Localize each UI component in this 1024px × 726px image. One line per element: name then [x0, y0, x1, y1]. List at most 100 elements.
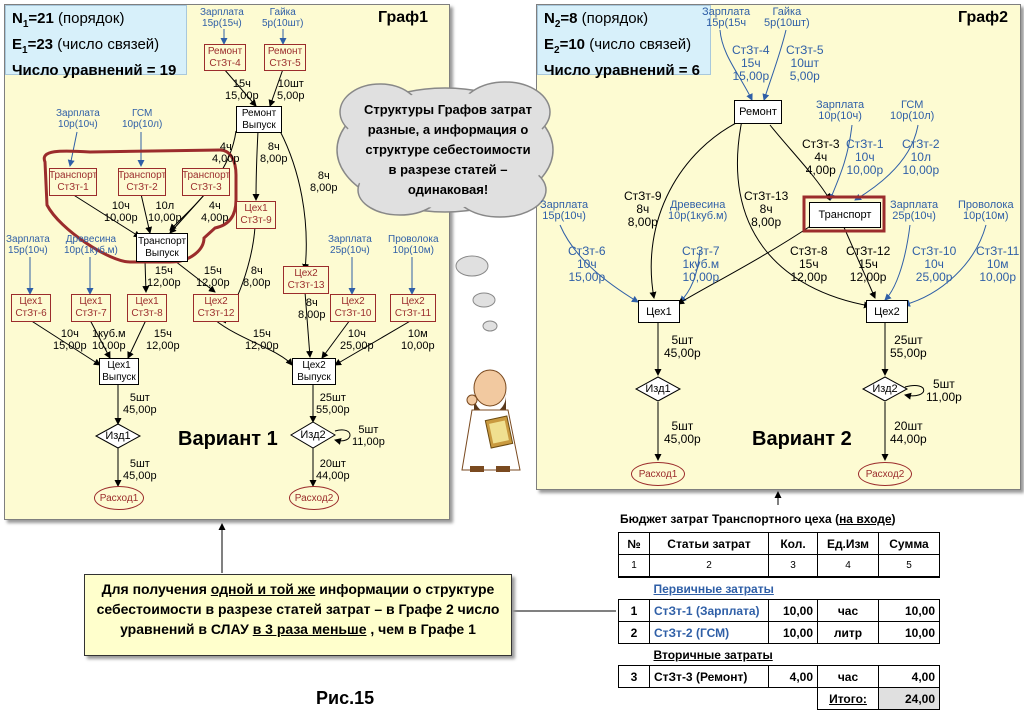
figure-caption: Рис.15: [316, 688, 375, 708]
thought-text: Структуры Графов затрат разные, а информ…: [364, 102, 532, 197]
graph2-title: Граф2: [958, 9, 1009, 26]
g1-node-izd1[interactable]: Изд1: [105, 430, 131, 442]
g2-node-ceh1[interactable]: Цех1: [638, 300, 680, 323]
table-section-primary: Первичные затраты: [653, 581, 774, 596]
g1-node-izd2[interactable]: Изд2: [300, 429, 326, 441]
graph2-panel: [536, 4, 1021, 490]
graph1-title: Граф1: [378, 9, 429, 26]
graph2-variant: Вариант 2: [752, 428, 852, 450]
g2-node-izd1[interactable]: Изд1: [645, 383, 671, 395]
table-number-row: 1 2 3 4 5: [618, 554, 940, 578]
g1-node-rashod1[interactable]: Расход1: [94, 486, 144, 510]
table-row: 2 СтЗт-2 (ГСМ) 10,00 литр 10,00: [618, 621, 940, 644]
graph1-header: N1=21 (порядок) E1=23 (число связей) Чис…: [5, 5, 187, 79]
g2-node-rashod1[interactable]: Расход1: [631, 462, 685, 486]
table-total-row: Итого: 24,00: [619, 687, 940, 710]
g2-node-rashod2[interactable]: Расход2: [858, 462, 912, 486]
budget-table: № Статьи затрат Кол. Ед.Изм Сумма 1 2 3 …: [618, 532, 940, 710]
table-header-row: № Статьи затрат Кол. Ед.Изм Сумма: [618, 532, 940, 555]
g2-node-remont[interactable]: Ремонт: [734, 100, 782, 124]
budget-title: Бюджет затрат Транспортного цеха (на вхо…: [620, 512, 896, 526]
table-row: 1 СтЗт-1 (Зарплата) 10,00 час 10,00: [618, 599, 940, 622]
g2-node-ceh2[interactable]: Цех2: [866, 300, 908, 323]
table-row: 3 СтЗт-3 (Ремонт) 4,00 час 4,00: [618, 665, 940, 688]
graph2-header: N2=8 (порядок) E2=10 (число связей) Числ…: [537, 5, 711, 79]
graph1-variant: Вариант 1: [178, 428, 278, 450]
g2-node-izd2[interactable]: Изд2: [872, 383, 898, 395]
g2-node-transport[interactable]: Транспорт: [809, 202, 881, 228]
table-section-secondary: Вторичные затраты: [653, 647, 773, 662]
conclusion-callout: Для получения одной и той же информации …: [84, 574, 512, 656]
g1-node-rashod2[interactable]: Расход2: [289, 486, 339, 510]
